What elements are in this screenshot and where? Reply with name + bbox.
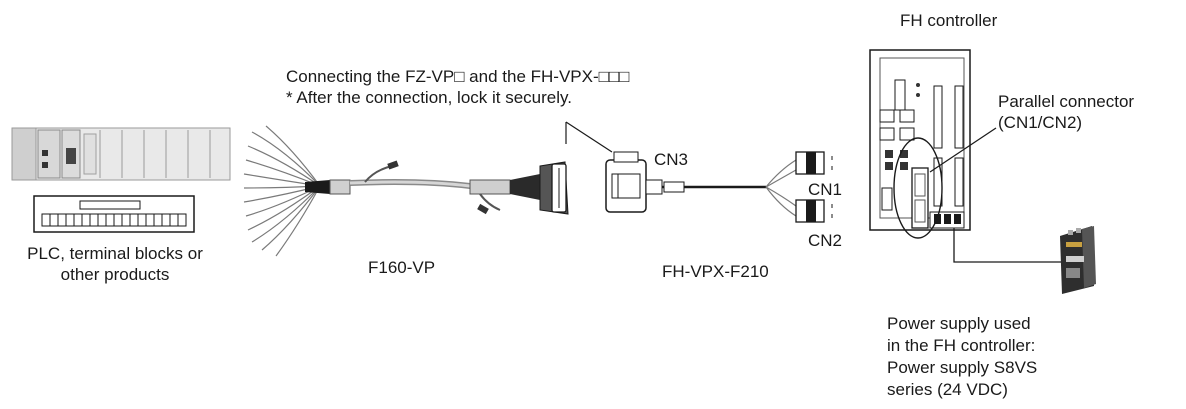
plc-label-line2: other products [0, 264, 230, 285]
plc-label-line1: PLC, terminal blocks or [0, 243, 230, 264]
cn1-plug [796, 152, 832, 174]
cn2-label: CN2 [808, 230, 842, 251]
connecting-label-line1: Connecting the FZ-VP□ and the FH-VPX-□□□ [286, 66, 629, 87]
power-label-line4: series (24 VDC) [887, 379, 1008, 400]
connecting-label-line2: * After the connection, lock it securely… [286, 87, 572, 108]
power-label-line3: Power supply S8VS [887, 357, 1037, 378]
parallel-connector-label-line1: Parallel connector [998, 91, 1134, 112]
power-supply-device [1060, 226, 1096, 294]
terminal-block [34, 196, 194, 232]
cn3-label: CN3 [654, 149, 688, 170]
parallel-connector-label-line2: (CN1/CN2) [998, 112, 1082, 133]
f160-vp-label: F160-VP [368, 257, 435, 278]
cn2-plug [796, 200, 832, 222]
fh-vpx-label: FH-VPX-F210 [662, 261, 769, 282]
plc-device [12, 128, 230, 180]
cn1-label: CN1 [808, 179, 842, 200]
power-wire [954, 228, 1066, 262]
fh-controller-label: FH controller [900, 10, 997, 31]
fh-vpx-connector [606, 152, 796, 216]
fh-controller [870, 50, 970, 230]
connection-callout [566, 122, 612, 152]
power-label-line1: Power supply used [887, 313, 1031, 334]
f160-vp-cable [244, 126, 568, 256]
power-label-line2: in the FH controller: [887, 335, 1035, 356]
